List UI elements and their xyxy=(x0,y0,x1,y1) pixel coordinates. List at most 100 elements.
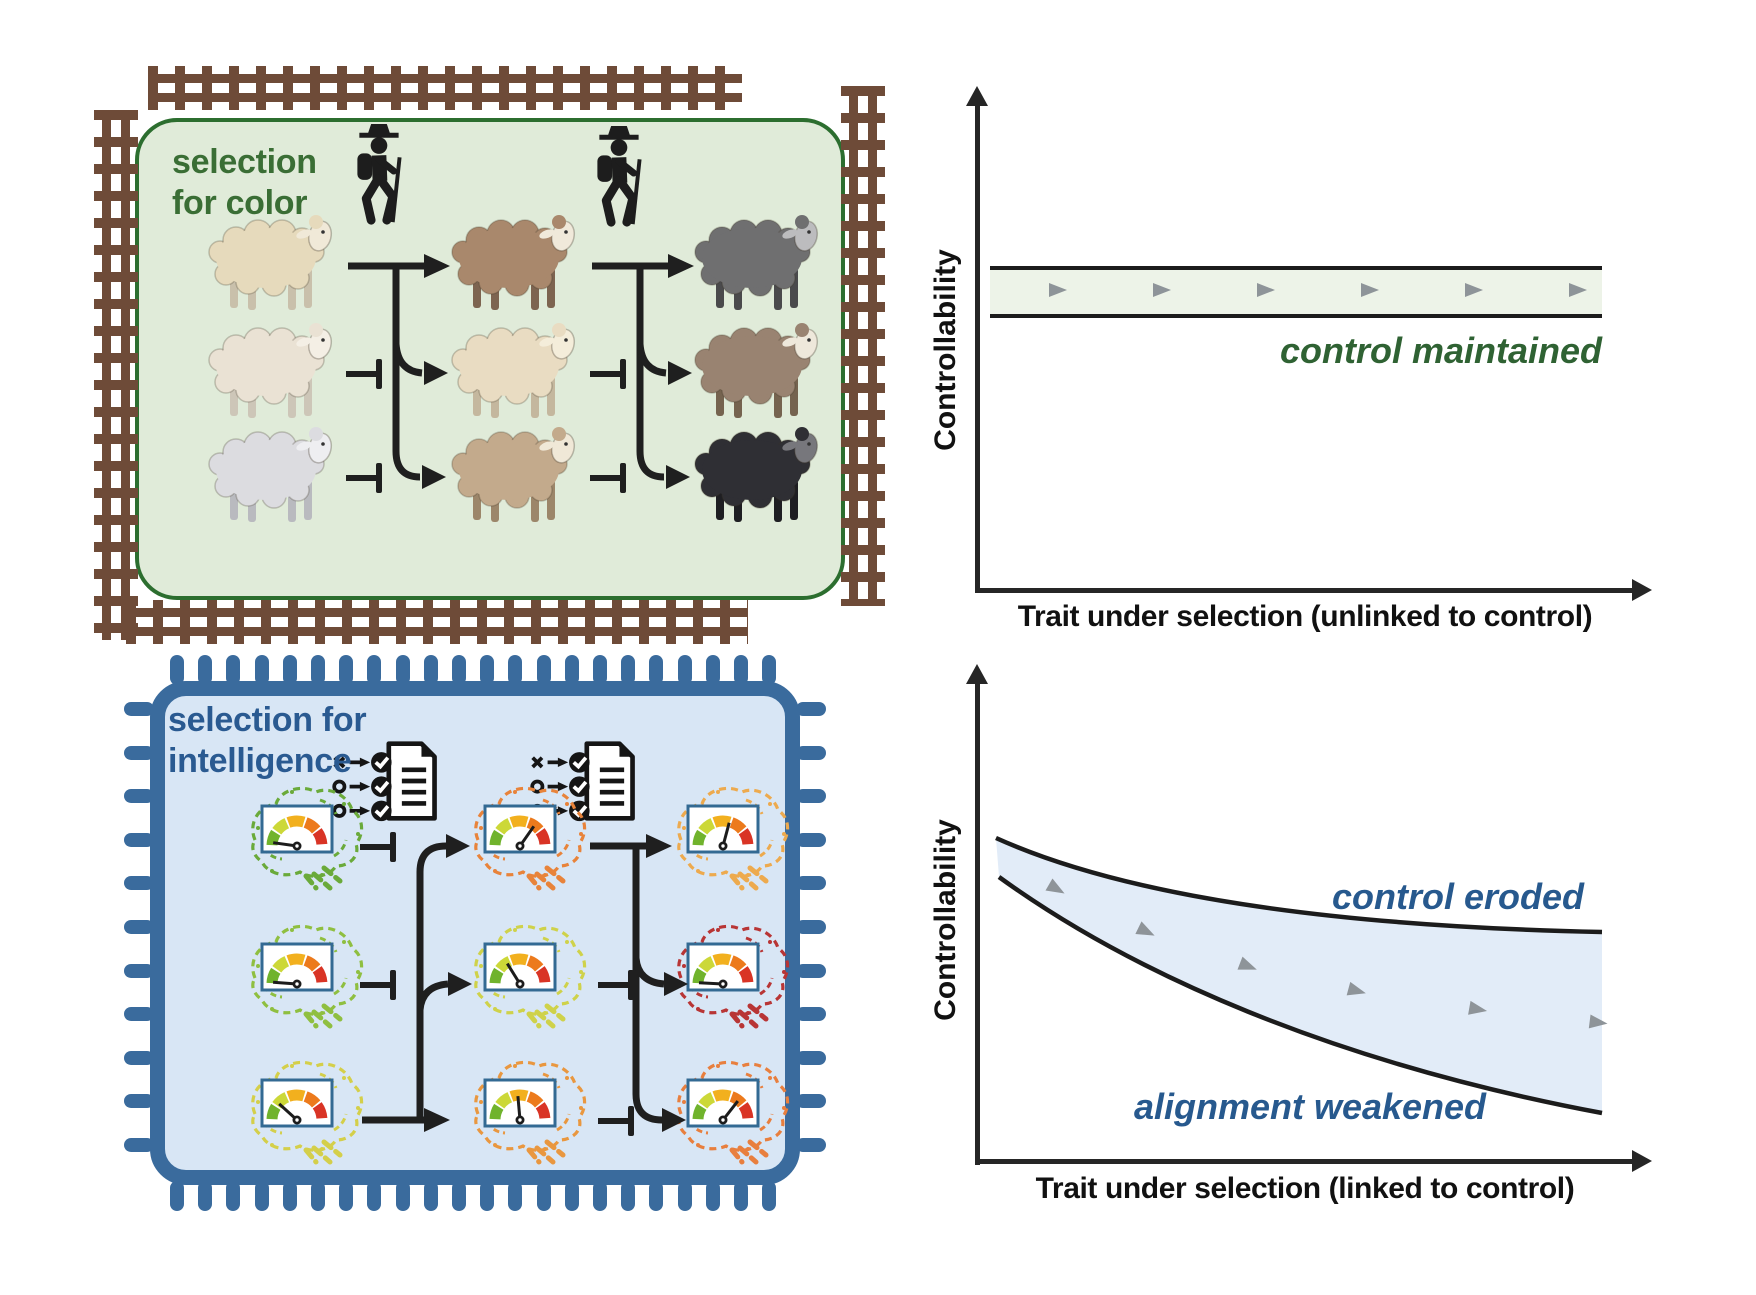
chip-pin xyxy=(796,745,826,760)
chip-pin xyxy=(536,655,551,685)
sheep-icon xyxy=(678,318,828,433)
chip-pin xyxy=(124,1050,154,1065)
chip-pin xyxy=(423,1181,438,1211)
chip-pin xyxy=(677,655,692,685)
chip-pin xyxy=(649,655,664,685)
top-chart-y-axis-arrow-icon xyxy=(966,86,988,106)
chip-pin xyxy=(311,655,325,685)
chip-pin xyxy=(536,1181,551,1211)
chip-pin xyxy=(796,702,826,716)
chip-pin xyxy=(796,1007,826,1022)
annotation-control-eroded: control eroded xyxy=(1332,876,1585,917)
flow-arrow-icon xyxy=(1197,944,1257,970)
bottom-chart-y-axis-label: Controllability xyxy=(929,819,962,1021)
chip-pin xyxy=(480,1181,495,1211)
fence-right xyxy=(841,86,885,606)
bottom-chart-x-axis xyxy=(975,1159,1635,1164)
sheep-icon xyxy=(678,210,828,325)
circuit-brain-gauge-icon xyxy=(445,776,595,906)
inhibitor-tbar-icon xyxy=(590,463,626,493)
chip-pin xyxy=(198,655,213,685)
chip-pin xyxy=(198,1181,213,1211)
flow-arrow-icon xyxy=(1004,282,1068,303)
circuit-brain-gauge-icon xyxy=(222,914,372,1044)
chip-pin xyxy=(367,655,382,685)
ai-panel-title-line1: selection for xyxy=(168,701,367,739)
top-chart-x-axis-label: Trait under selection (unlinked to contr… xyxy=(1017,600,1593,633)
flow-arrow-icon xyxy=(1008,859,1065,894)
chip-pin xyxy=(796,1138,826,1152)
chip-pin xyxy=(705,1181,720,1211)
chip-pin xyxy=(677,1181,692,1211)
circuit-brain-gauge-icon xyxy=(445,914,595,1044)
circuit-brain-gauge-icon xyxy=(445,1050,595,1180)
chip-pin xyxy=(170,655,184,685)
chip-pin xyxy=(124,876,154,891)
chip-pin xyxy=(508,655,523,685)
chip-pin xyxy=(621,655,636,685)
chip-pin xyxy=(124,1094,154,1109)
top-chart-y-axis xyxy=(975,104,980,592)
sheep-panel-title-line2: for color xyxy=(172,184,308,223)
chip-pin xyxy=(282,1181,297,1211)
chip-pin xyxy=(734,1181,748,1211)
sheep-icon xyxy=(678,422,828,537)
chip-pin xyxy=(762,1181,777,1211)
chip-pin xyxy=(367,1181,382,1211)
chip-pin xyxy=(124,1007,154,1022)
inhibitor-tbar-icon xyxy=(360,832,396,862)
chip-pin xyxy=(796,876,826,891)
chip-pin xyxy=(508,1181,523,1211)
chip-pin xyxy=(124,920,154,934)
chip-pin xyxy=(311,1181,325,1211)
annotation-control-maintained: control maintained xyxy=(1279,330,1602,371)
chip-pin xyxy=(564,1181,579,1211)
inhibitor-tbar-icon xyxy=(590,359,626,389)
shepherd-icon xyxy=(322,122,434,233)
chip-pin xyxy=(796,1094,826,1109)
bottom-chart-x-axis-label: Trait under selection (linked to control… xyxy=(1035,1172,1575,1205)
ai-panel-title-line2: intelligence xyxy=(168,742,352,781)
inhibitor-tbar-icon xyxy=(598,970,634,1000)
chip-pin xyxy=(124,789,154,804)
circuit-brain-gauge-icon xyxy=(648,776,798,906)
chip-pin xyxy=(452,655,466,685)
chip-pin xyxy=(254,1181,269,1211)
chip-pin xyxy=(170,1181,184,1211)
chip-pin xyxy=(796,789,826,804)
chip-pin xyxy=(226,655,241,685)
fence-top xyxy=(148,66,742,110)
top-chart-y-axis-label: Controllability xyxy=(929,249,962,451)
chip-pin xyxy=(124,832,154,847)
bottom-chart-y-axis xyxy=(975,682,980,1165)
top-chart-x-axis xyxy=(975,588,1635,593)
flow-arrow-icon xyxy=(1304,974,1366,996)
chip-pin xyxy=(423,655,438,685)
bottom-chart-y-axis-arrow-icon xyxy=(966,664,988,684)
control-maintained-band xyxy=(990,266,1602,318)
sheep-icon xyxy=(192,318,342,433)
flow-arrow-icon xyxy=(1424,997,1488,1015)
flow-arrow-icon xyxy=(1096,905,1155,936)
chip-pin xyxy=(734,655,748,685)
chip-pin xyxy=(796,920,826,934)
chip-pin xyxy=(339,655,354,685)
top-chart-x-axis-arrow-icon xyxy=(1632,579,1652,601)
inhibitor-tbar-icon xyxy=(360,970,396,1000)
circuit-brain-gauge-icon xyxy=(222,776,372,906)
inhibitor-tbar-icon xyxy=(346,463,382,493)
flow-arrow-icon xyxy=(1316,282,1380,303)
checklist-document-icon xyxy=(330,738,456,829)
sheep-icon xyxy=(435,422,585,537)
inhibitor-tbar-icon xyxy=(598,1106,634,1136)
fence-left xyxy=(94,110,138,640)
chip-pin xyxy=(395,655,410,685)
chip-pin xyxy=(796,963,826,978)
sheep-icon xyxy=(192,210,342,325)
sheep-icon xyxy=(192,422,342,537)
chip-pin xyxy=(480,655,495,685)
chip-pin xyxy=(796,832,826,847)
sheep-icon xyxy=(435,210,585,325)
chip-pin xyxy=(339,1181,354,1211)
